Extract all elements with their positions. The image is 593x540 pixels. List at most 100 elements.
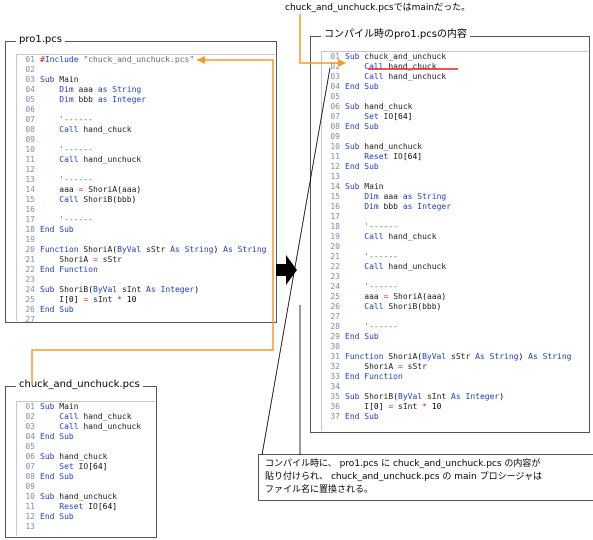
line-number: 05 xyxy=(25,442,35,451)
code-line: 09 xyxy=(17,482,155,492)
code-text: End Function xyxy=(345,372,403,381)
code-line: 15 Dim aaa as String xyxy=(322,192,588,202)
line-number: 03 xyxy=(25,75,35,84)
line-number: 35 xyxy=(330,392,340,401)
code-line: 02 Call hand_chuck xyxy=(322,62,588,72)
line-number: 22 xyxy=(330,262,340,271)
code-line: 29 End Sub xyxy=(322,332,588,342)
line-number: 07 xyxy=(330,112,340,121)
line-number: 13 xyxy=(25,522,35,531)
code-line: 09 xyxy=(322,132,588,142)
code-text: Reset IO[64] xyxy=(364,152,423,161)
code-line: 17 xyxy=(322,212,588,222)
code-text: #Include "chuck_and_unchuck.pcs" xyxy=(40,55,195,64)
code-text: End Sub xyxy=(345,82,379,91)
line-number: 20 xyxy=(25,245,35,254)
code-line: 15 Call ShoriB(bbb) xyxy=(17,195,275,205)
code-text: Call ShoriB(bbb) xyxy=(364,302,442,311)
line-number: 15 xyxy=(330,192,340,201)
code-text: Sub hand_chuck xyxy=(345,102,413,111)
line-number: 30 xyxy=(330,342,340,351)
line-number: 24 xyxy=(330,282,340,291)
code-line: 25 I[0] = sInt * 10 xyxy=(17,295,275,305)
code-text: Call hand_unchuck xyxy=(59,422,142,431)
code-text: Call hand_chuck xyxy=(59,412,132,421)
line-number: 21 xyxy=(330,252,340,261)
line-number: 12 xyxy=(25,512,35,521)
line-number: 13 xyxy=(25,175,35,184)
code-line: 11 Reset IO[64] xyxy=(322,152,588,162)
code-line: 20 Function ShoriA(ByVal sStr As String) … xyxy=(17,245,275,255)
code-line: 07 Set IO[64] xyxy=(17,462,155,472)
code-line: 21 ShoriA = sStr xyxy=(17,255,275,265)
line-number: 27 xyxy=(25,315,35,324)
code-text: Reset IO[64] xyxy=(59,502,118,511)
code-line: 02 xyxy=(17,65,275,75)
code-line: 34 xyxy=(322,382,588,392)
code-text: Function ShoriA(ByVal sStr As String) As… xyxy=(40,245,267,254)
code-line: 26 Call ShoriB(bbb) xyxy=(322,302,588,312)
line-number: 02 xyxy=(25,65,35,74)
code-line: 27 xyxy=(17,315,275,325)
code-line: 01#Include "chuck_and_unchuck.pcs" xyxy=(17,55,275,65)
code-line: 10 '------ xyxy=(17,145,275,155)
code-text: Call hand_unchuck xyxy=(364,72,447,81)
code-line: 14 aaa = ShoriA(aaa) xyxy=(17,185,275,195)
line-number: 24 xyxy=(25,285,35,294)
code-line: 22 Call hand_unchuck xyxy=(322,262,588,272)
line-number: 27 xyxy=(330,312,340,321)
code-line: 07 Set IO[64] xyxy=(322,112,588,122)
code-line: 08 Call hand_chuck xyxy=(17,125,275,135)
code-text: End Sub xyxy=(345,332,379,341)
line-number: 25 xyxy=(330,292,340,301)
line-number: 20 xyxy=(330,242,340,251)
code-line: 19 Call hand_chuck xyxy=(322,232,588,242)
code-text: '------ xyxy=(40,175,93,184)
code-line: 07 '------ xyxy=(17,115,275,125)
code-line: 23 xyxy=(17,275,275,285)
line-number: 14 xyxy=(330,182,340,191)
code-text: Dim aaa as String xyxy=(59,85,142,94)
line-number: 26 xyxy=(25,305,35,314)
line-number: 04 xyxy=(25,85,35,94)
code-text: ShoriA = sStr xyxy=(364,362,427,371)
code-text: Dim aaa as String xyxy=(364,192,447,201)
code-text: End Sub xyxy=(345,162,379,171)
code-text: aaa = ShoriA(aaa) xyxy=(364,292,447,301)
code-line: 28 '------ xyxy=(322,322,588,332)
line-number: 03 xyxy=(25,422,35,431)
transform-arrow-icon xyxy=(276,255,297,285)
code-text: End Sub xyxy=(40,432,74,441)
line-number: 11 xyxy=(330,152,340,161)
callout-line-2: 貼り付けられ、 chuck_and_unchuck.pcs の main プロシ… xyxy=(265,472,542,482)
code-text: Sub Main xyxy=(345,182,384,191)
line-number: 32 xyxy=(330,362,340,371)
line-number: 29 xyxy=(330,332,340,341)
code-text: Sub Main xyxy=(40,402,79,411)
code-text: Dim bbb as Integer xyxy=(364,202,452,211)
line-number: 08 xyxy=(25,125,35,134)
line-number: 11 xyxy=(25,155,35,164)
code-text: Call hand_chuck xyxy=(364,232,437,241)
code-line: 03 Call hand_unchuck xyxy=(17,422,155,432)
line-number: 26 xyxy=(330,302,340,311)
line-number: 19 xyxy=(330,232,340,241)
code-line: 24 '------ xyxy=(322,282,588,292)
line-number: 02 xyxy=(25,412,35,421)
